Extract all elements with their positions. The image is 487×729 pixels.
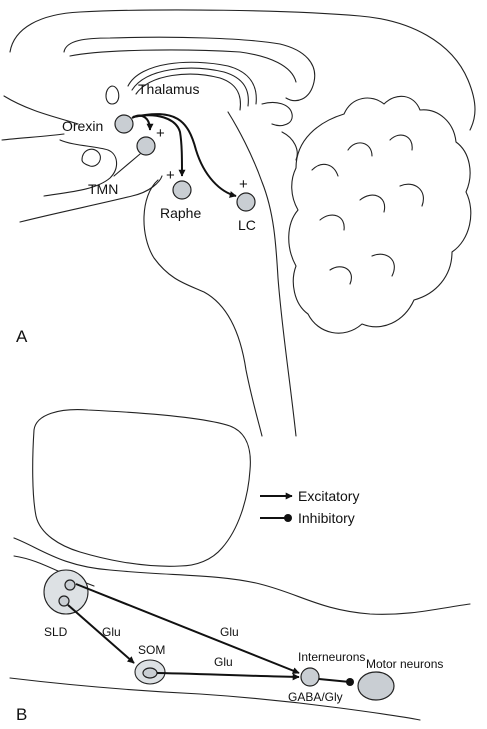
sld-to-interneuron-arrow (75, 583, 300, 674)
glu-label-sld-som: Glu (102, 625, 121, 639)
tmn-pointer-line (113, 153, 141, 177)
brainstem-inner (227, 111, 297, 437)
medial-boundary (1, 95, 79, 141)
anterior-commissure (105, 85, 120, 105)
brainstem-bottom-line (9, 677, 421, 721)
cerebellum-block (32, 409, 251, 567)
raphe-plus-sign: + (166, 167, 175, 184)
glu-label-sld-interneuron: Glu (220, 625, 239, 639)
lc-nucleus (236, 192, 256, 212)
lc-plus-sign: + (239, 176, 248, 193)
corpus-callosum-inner (69, 49, 297, 83)
som-to-interneuron-arrow (156, 672, 300, 681)
sld-label: SLD (44, 625, 68, 639)
fornix-arc-3 (135, 73, 242, 111)
fornix-arc-2 (131, 67, 249, 107)
hypothalamus-outline (43, 139, 118, 197)
som-label: SOM (138, 643, 165, 657)
motor-neuron-nucleus (357, 671, 395, 701)
optic-chiasm (81, 148, 101, 167)
legend-inhibitory-label: Inhibitory (298, 510, 355, 526)
som-cell (142, 667, 158, 679)
legend: Excitatory Inhibitory (260, 488, 359, 526)
cerebellum-folia (311, 134, 424, 285)
brainstem-outline (143, 179, 263, 437)
glu-label-som-interneuron: Glu (214, 655, 233, 669)
panel-b-letter: B (16, 705, 27, 724)
orexin-to-tmn-arrow (131, 114, 154, 131)
interneuron-nucleus (300, 667, 320, 687)
orexin-to-lc-arrow (132, 113, 237, 198)
interneuron-to-motor-inhibitory (318, 678, 354, 686)
tmn-nucleus (136, 136, 156, 156)
pineal-region (261, 101, 298, 161)
lc-label: LC (238, 217, 256, 233)
orexin-label: Orexin (62, 118, 103, 134)
cerebellum-outline (288, 95, 472, 334)
sld-cell-lower (58, 595, 70, 607)
fornix-arc-1 (127, 61, 257, 105)
temporal-boundary (19, 175, 163, 223)
gaba-gly-label: GABA/Gly (288, 690, 343, 704)
sld-to-som-arrow (67, 604, 135, 664)
panel-a-letter: A (16, 327, 28, 346)
orexin-to-raphe-arrow (132, 114, 186, 177)
cortex-outline (9, 9, 476, 131)
raphe-label: Raphe (160, 205, 201, 221)
panel-b: Excitatory Inhibitory SLD SOM Glu Glu Gl… (9, 409, 471, 724)
tmn-label: TMN (88, 181, 118, 197)
motor-neurons-label: Motor neurons (366, 657, 443, 671)
orexin-nucleus (114, 114, 134, 134)
panel-a: + + + Thalamus Orexin TMN Raphe LC A (1, 9, 476, 437)
corpus-callosum-outer (63, 36, 316, 102)
tmn-plus-sign: + (156, 125, 165, 142)
sld-nucleus (43, 569, 89, 615)
interneurons-label: Interneurons (298, 650, 365, 664)
legend-excitatory-label: Excitatory (298, 488, 359, 504)
sld-cell-upper (64, 579, 76, 591)
raphe-nucleus (172, 180, 192, 200)
thalamus-label: Thalamus (138, 81, 199, 97)
brainstem-top-line (13, 537, 471, 615)
